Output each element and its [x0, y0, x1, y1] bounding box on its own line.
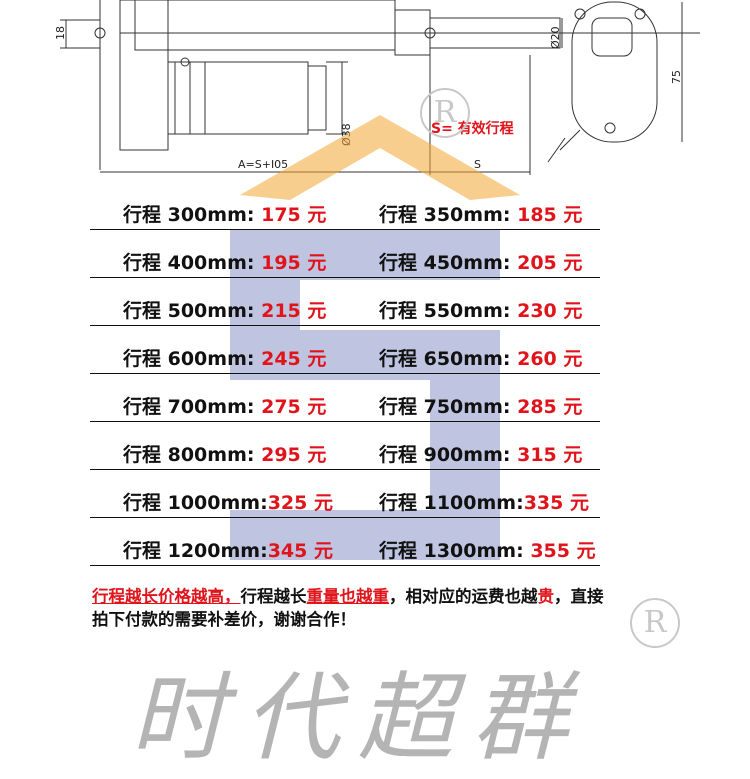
notice-red-1: 行程越长价格越高，: [92, 587, 241, 606]
row-underline: [90, 469, 600, 470]
price-cell-left: 行程 400mm: 195 元: [123, 248, 326, 275]
notice-red-5: 贵: [537, 587, 555, 606]
dim-75-label: 75: [670, 70, 683, 84]
price-value: 175 元: [261, 204, 327, 226]
price-cell-left: 行程 600mm: 245 元: [123, 344, 326, 371]
price-cell-left: 行程 300mm: 175 元: [123, 200, 326, 227]
price-cell-left: 行程 1200mm:345 元: [123, 536, 333, 563]
notice-text-4: ，相对应的运费也越: [389, 587, 538, 606]
stroke-label: 行程 900mm:: [379, 444, 518, 466]
price-cell-right: 行程 350mm: 185 元: [379, 200, 582, 227]
registered-mark-icon-2: R: [630, 598, 680, 648]
stroke-label: 行程 550mm:: [379, 300, 518, 322]
stroke-label: 行程 1000mm:: [123, 492, 268, 514]
price-value: 185 元: [517, 204, 583, 226]
notice-red-3: 重量也越重: [306, 587, 390, 606]
price-row: 行程 1200mm:345 元 行程 1300mm: 355 元: [90, 536, 600, 566]
price-value: 245 元: [261, 348, 327, 370]
price-row: 行程 300mm: 175 元 行程 350mm: 185 元: [90, 200, 600, 230]
price-cell-left: 行程 1000mm:325 元: [123, 488, 333, 515]
price-value: 295 元: [261, 444, 327, 466]
price-value: 335 元: [523, 492, 589, 514]
price-cell-right: 行程 750mm: 285 元: [379, 392, 582, 419]
row-underline: [90, 277, 600, 278]
price-cell-left: 行程 800mm: 295 元: [123, 440, 326, 467]
dim-s-label: S: [474, 158, 481, 171]
registered-mark-icon: R: [420, 88, 470, 138]
row-underline: [90, 517, 600, 518]
stroke-label: 行程 600mm:: [123, 348, 262, 370]
notice-text-2: 行程越长: [240, 587, 307, 606]
price-value: 345 元: [267, 540, 333, 562]
price-row: 行程 700mm: 275 元 行程 750mm: 285 元: [90, 392, 600, 422]
price-cell-left: 行程 700mm: 275 元: [123, 392, 326, 419]
stroke-label: 行程 650mm:: [379, 348, 518, 370]
row-underline: [90, 325, 600, 326]
stroke-label: 行程 700mm:: [123, 396, 262, 418]
price-row: 行程 1000mm:325 元 行程 1100mm:335 元: [90, 488, 600, 518]
stroke-label: 行程 750mm:: [379, 396, 518, 418]
price-row: 行程 500mm: 215 元 行程 550mm: 230 元: [90, 296, 600, 326]
notice-line-1: 行程越长价格越高，行程越长重量也越重，相对应的运费也越贵，直接: [92, 586, 732, 608]
notice-line-2: 拍下付款的需要补差价，谢谢合作！: [92, 610, 356, 629]
price-cell-right: 行程 650mm: 260 元: [379, 344, 582, 371]
row-underline: [90, 229, 600, 230]
row-underline: [90, 421, 600, 422]
actuator-dimension-drawing: 18 Ø38 Ø20 75 A=S+I05 S S= 有效行程: [54, 0, 700, 175]
stroke-label: 行程 1300mm:: [379, 540, 531, 562]
price-value: 205 元: [517, 252, 583, 274]
stroke-label: 行程 350mm:: [379, 204, 518, 226]
dim-20-label: Ø20: [549, 26, 562, 49]
price-cell-right: 行程 1100mm:335 元: [379, 488, 589, 515]
stroke-label: 行程 450mm:: [379, 252, 518, 274]
price-row: 行程 800mm: 295 元 行程 900mm: 315 元: [90, 440, 600, 470]
price-row: 行程 400mm: 195 元 行程 450mm: 205 元: [90, 248, 600, 278]
price-value: 355 元: [530, 540, 596, 562]
stroke-label: 行程 500mm:: [123, 300, 262, 322]
price-cell-right: 行程 1300mm: 355 元: [379, 536, 596, 563]
price-cell-right: 行程 550mm: 230 元: [379, 296, 582, 323]
price-cell-right: 行程 450mm: 205 元: [379, 248, 582, 275]
price-value: 215 元: [261, 300, 327, 322]
price-value: 195 元: [261, 252, 327, 274]
dim-38-label: Ø38: [340, 123, 353, 146]
row-underline: [90, 373, 600, 374]
dim-a-label: A=S+I05: [238, 158, 288, 171]
stroke-label: 行程 800mm:: [123, 444, 262, 466]
dim-18-label: 18: [54, 26, 67, 40]
stroke-label: 行程 1200mm:: [123, 540, 268, 562]
price-row: 行程 600mm: 245 元 行程 650mm: 260 元: [90, 344, 600, 374]
price-cell-right: 行程 900mm: 315 元: [379, 440, 582, 467]
brand-watermark-text: 时代超群: [130, 662, 586, 774]
price-value: 275 元: [261, 396, 327, 418]
price-value: 285 元: [517, 396, 583, 418]
price-value: 260 元: [517, 348, 583, 370]
row-underline: [90, 565, 600, 566]
price-cell-left: 行程 500mm: 215 元: [123, 296, 326, 323]
stroke-label: 行程 300mm:: [123, 204, 262, 226]
price-value: 230 元: [517, 300, 583, 322]
price-value: 325 元: [267, 492, 333, 514]
price-value: 315 元: [517, 444, 583, 466]
notice-text-6: ，直接: [554, 587, 604, 606]
stroke-label: 行程 1100mm:: [379, 492, 524, 514]
stroke-label: 行程 400mm:: [123, 252, 262, 274]
